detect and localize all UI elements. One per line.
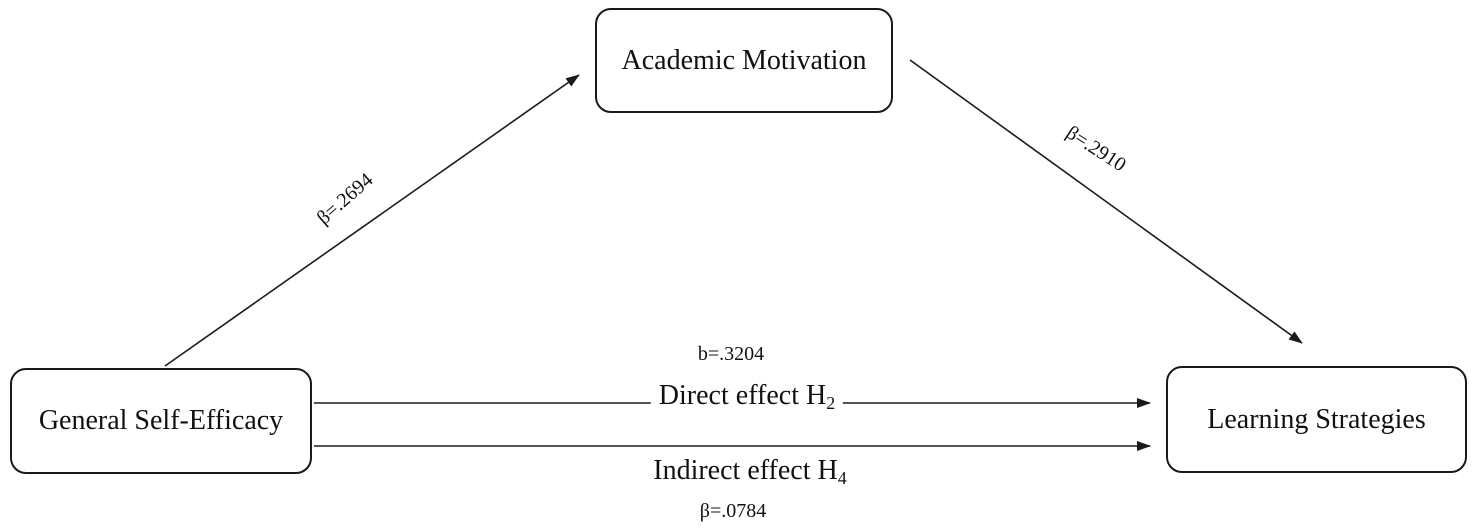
node-label: Learning Strategies	[1207, 403, 1426, 435]
node-general-self-efficacy: General Self-Efficacy	[10, 368, 312, 474]
indirect-effect-subscript: 4	[837, 468, 847, 488]
node-label: Academic Motivation	[621, 44, 867, 76]
indirect-effect-label: Indirect effect H4	[645, 455, 855, 488]
direct-effect-subscript: 2	[826, 393, 836, 413]
node-label: General Self-Efficacy	[38, 405, 284, 436]
arrow-motivation-to-strategies	[909, 59, 1303, 344]
coefficient-direct-effect: b=.3204	[697, 343, 765, 365]
direct-effect-label: Direct effect H2	[650, 380, 844, 413]
node-learning-strategies: Learning Strategies	[1166, 366, 1467, 473]
direct-effect-text: Direct effect H	[658, 380, 827, 411]
indirect-effect-text: Indirect effect H	[653, 455, 838, 486]
node-academic-motivation: Academic Motivation	[595, 8, 893, 113]
coefficient-indirect-effect: β=.0784	[699, 500, 767, 522]
arrow-efficacy-to-motivation	[164, 74, 580, 367]
